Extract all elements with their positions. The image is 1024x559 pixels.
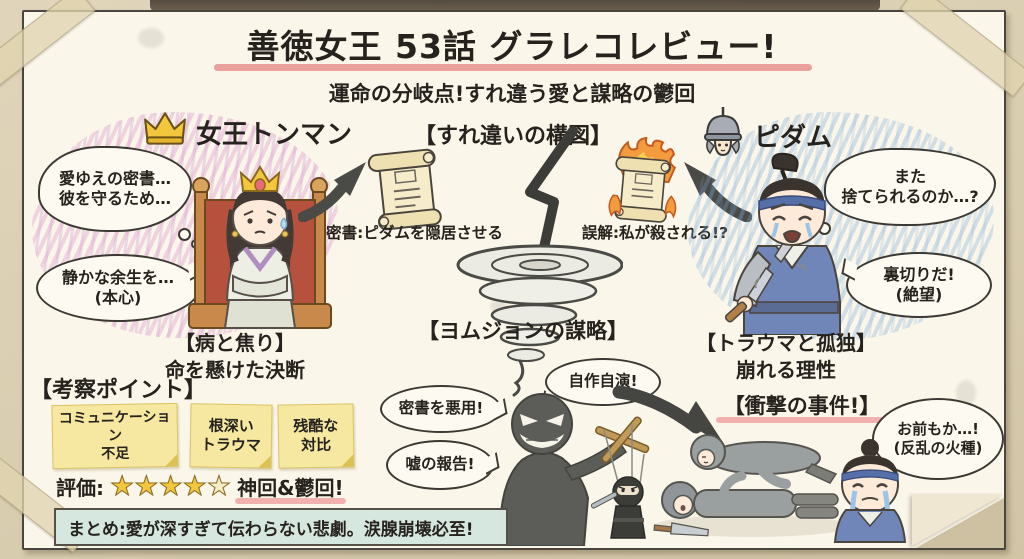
desk-shadow-strip — [150, 0, 880, 11]
bidam-heading: ピダム — [700, 106, 832, 165]
queen-caption-sub: 命を懸けた決断 — [165, 358, 305, 382]
scheme-bubble-misuse: 密書を悪用! — [380, 385, 502, 433]
queen-name: 女王トンマン — [196, 120, 353, 150]
helmet-icon — [700, 106, 746, 165]
sticky-note-trauma: 根深い トラウマ — [189, 403, 273, 469]
arrow-bidam-to-scroll — [684, 160, 753, 226]
scheme-bubble-lie: 嘘の報告! — [386, 440, 494, 490]
star-filled-icon: ★ — [158, 471, 183, 502]
rating-stars: ★★★★★ — [109, 471, 232, 502]
arrow-queen-to-scroll — [297, 160, 368, 226]
burning-scroll-icon — [598, 133, 691, 242]
puppet-master-illustration — [470, 386, 670, 550]
bidam-illustration — [712, 150, 872, 339]
secret-letter-scroll-icon — [363, 142, 450, 242]
sticky-note-contrast: 残酷な 対比 — [277, 403, 355, 469]
bidam-caption: 【トラウマと孤独】 崩れる理性 — [688, 330, 884, 384]
secret-letter-label: 密書:ピダムを隠居させる — [326, 224, 503, 242]
queen-caption-title: 【病と焦り】 — [175, 331, 295, 355]
queen-caption: 【病と焦り】 命を懸けた決断 — [130, 330, 340, 384]
analysis-heading: 【考察ポイント】 — [30, 378, 207, 403]
rating-comment: 神回&鬱回! — [235, 472, 346, 504]
rating-label: 評価: — [56, 476, 104, 500]
misread-label: 誤解:私が殺される!? — [581, 224, 729, 242]
incident-underline — [716, 417, 884, 423]
rating-row: 評価: ★★★★★ 神回&鬱回! — [56, 471, 346, 504]
star-filled-icon: ★ — [182, 471, 207, 502]
queen-speech-bubble: 静かな余生を… (本心) — [36, 254, 200, 322]
sticky-note-communication: コミュニケーション 不足 — [51, 402, 179, 470]
crown-icon — [142, 110, 188, 155]
bidam-caption-sub: 崩れる理性 — [736, 358, 836, 382]
fallen-soldiers-illustration — [642, 420, 912, 549]
summary-box: まとめ:愛が深すぎて伝わらない悲劇。涙腺崩壊必至! — [54, 508, 508, 546]
tornado-illustration — [448, 243, 624, 402]
bidam-caption-title: 【トラウマと孤独】 — [696, 331, 876, 355]
scheme-heading: 【ヨムジョンの謀略】 — [418, 319, 628, 343]
page-curl — [912, 494, 1004, 546]
bidam-name: ピダム — [754, 123, 833, 153]
arrow-scheme-to-incident — [612, 385, 730, 453]
queen-heading: 女王トンマン — [142, 110, 352, 155]
queen-thought-bubble: 愛ゆえの密書… 彼を守るため… — [38, 146, 192, 232]
page-title: 善徳女王 53話 グラレコレビュー! — [246, 27, 778, 66]
page-subtitle: 運命の分岐点!すれ違う愛と謀略の鬱回 — [328, 82, 696, 106]
thought-tail-dot — [178, 228, 191, 241]
star-filled-icon: ★ — [134, 471, 159, 502]
paper-stain — [956, 380, 976, 406]
paper-stain — [138, 28, 164, 48]
bidam-thought-bubble: また 捨てられるのか…? — [824, 148, 996, 226]
star-filled-icon: ★ — [109, 471, 135, 502]
star-empty-icon: ★ — [206, 471, 232, 502]
bidam-speech-bubble: 裏切りだ! (絶望) — [846, 252, 992, 318]
misunderstanding-heading: 【すれ違いの構図】 — [413, 124, 612, 149]
incident-heading: 【衝撃の事件!】 — [723, 394, 881, 418]
title-underline — [214, 64, 812, 71]
queen-illustration — [185, 148, 335, 337]
